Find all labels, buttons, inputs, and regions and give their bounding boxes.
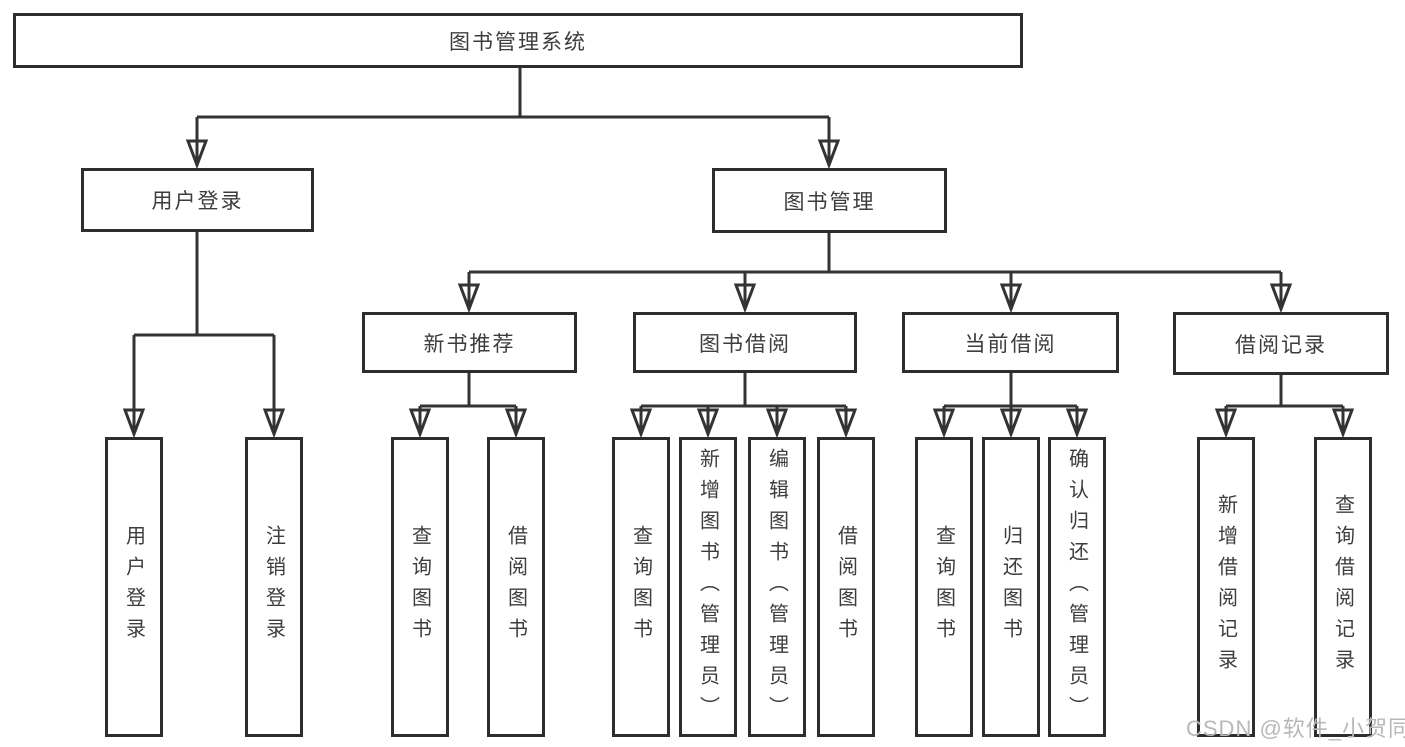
connector-borrow-records-children	[1214, 375, 1355, 439]
connector-current-borrow-children	[932, 373, 1089, 439]
leaf-borrow-query-books-label: 查询图书	[629, 525, 652, 649]
node-new-book-recommend-label: 新书推荐	[423, 332, 516, 356]
csdn-watermark: CSDN @软件_小贺同学	[1186, 716, 1405, 741]
leaf-records-query-record-label: 查询借阅记录	[1331, 494, 1354, 680]
leaf-current-return-books-label: 归还图书	[999, 525, 1022, 649]
node-book-management-label: 图书管理	[783, 190, 876, 214]
leaf-records-query-record: 查询借阅记录	[1314, 437, 1372, 737]
leaf-records-add-record-label: 新增借阅记录	[1214, 494, 1237, 680]
leaf-current-query-books-label: 查询图书	[932, 525, 955, 649]
connector-root-to-level2	[185, 67, 841, 170]
leaf-newbooks-borrow-books: 借阅图书	[487, 437, 545, 737]
node-borrow-records: 借阅记录	[1173, 312, 1389, 375]
leaf-borrow-borrow-books-label: 借阅图书	[834, 525, 857, 649]
leaf-borrow-query-books: 查询图书	[612, 437, 670, 737]
leaf-user-login-label: 用户登录	[122, 525, 145, 649]
node-current-borrow-label: 当前借阅	[964, 332, 1057, 356]
node-new-book-recommend: 新书推荐	[362, 312, 577, 373]
node-book-borrow-label: 图书借阅	[699, 332, 791, 356]
leaf-current-return-books: 归还图书	[982, 437, 1040, 737]
node-root-label: 图书管理系统	[449, 30, 587, 54]
leaf-logout-label: 注销登录	[262, 525, 285, 649]
node-book-management: 图书管理	[712, 168, 947, 233]
leaf-current-confirm-return-admin: 确认归还（管理员）	[1048, 437, 1106, 737]
leaf-borrow-add-books-admin: 新增图书（管理员）	[679, 437, 737, 737]
node-user-login-label: 用户登录	[151, 190, 244, 213]
leaf-logout: 注销登录	[245, 437, 303, 737]
leaf-borrow-edit-books-admin-label: 编辑图书（管理员）	[765, 447, 788, 727]
leaf-newbooks-borrow-books-label: 借阅图书	[504, 525, 527, 649]
leaf-records-add-record: 新增借阅记录	[1197, 437, 1255, 737]
node-book-borrow: 图书借阅	[633, 312, 857, 373]
leaf-borrow-edit-books-admin: 编辑图书（管理员）	[748, 437, 806, 737]
node-root: 图书管理系统	[13, 13, 1023, 68]
node-borrow-records-label: 借阅记录	[1235, 333, 1327, 357]
connector-book-mgmt-children	[457, 233, 1293, 314]
leaf-borrow-add-books-admin-label: 新增图书（管理员）	[696, 447, 719, 727]
connector-new-books-children	[408, 373, 528, 439]
leaf-newbooks-query-books-label: 查询图书	[408, 525, 431, 649]
node-user-login: 用户登录	[81, 168, 314, 232]
leaf-newbooks-query-books: 查询图书	[391, 437, 449, 737]
leaf-user-login: 用户登录	[105, 437, 163, 737]
leaf-borrow-borrow-books: 借阅图书	[817, 437, 875, 737]
leaf-current-query-books: 查询图书	[915, 437, 973, 737]
connector-book-borrow-children	[629, 373, 858, 439]
leaf-current-confirm-return-admin-label: 确认归还（管理员）	[1065, 447, 1088, 727]
connector-user-login-children	[122, 232, 286, 439]
node-current-borrow: 当前借阅	[902, 312, 1119, 373]
